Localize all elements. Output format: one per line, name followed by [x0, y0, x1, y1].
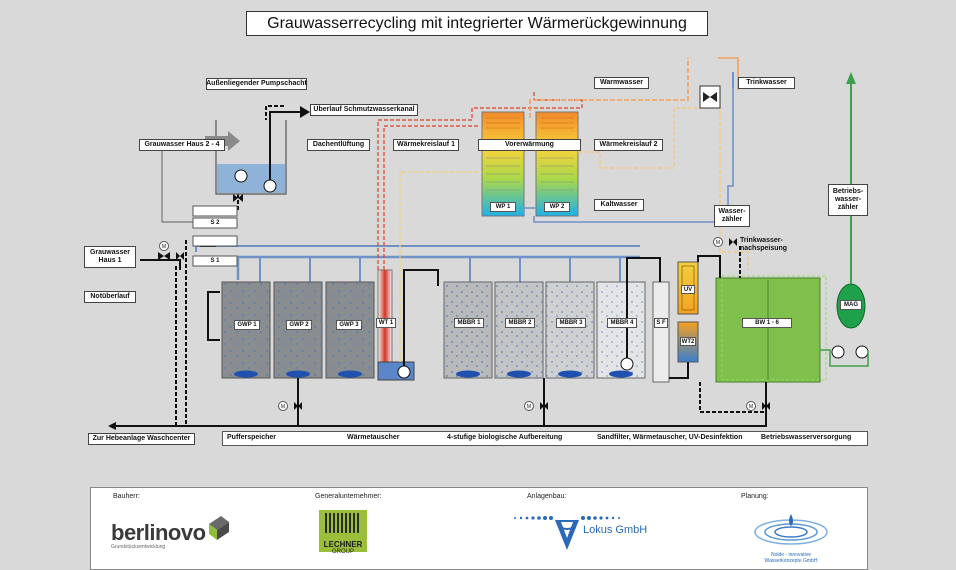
- label-vorerwaermung: Vorerwärmung: [478, 139, 581, 151]
- dashed-black-lines: [175, 105, 766, 426]
- diagram-title: Grauwasserrecycling mit integrierter Wär…: [246, 11, 708, 36]
- heat-pumps: [481, 111, 579, 217]
- label-s1: S 1: [210, 258, 220, 265]
- label-gwp-2: GWP 2: [286, 320, 312, 330]
- label-trinkwasser: Trinkwasser: [738, 77, 795, 89]
- label-wasserzaehler: Wasser- zähler: [714, 205, 750, 227]
- gwp-tanks: [221, 281, 375, 379]
- grauwasser-haus1-line-2: Haus 1: [98, 257, 122, 264]
- label-mbbr-3: MBBR 3: [556, 318, 586, 328]
- label-ueberlauf: Überlauf Schmutzwasserkanal: [310, 104, 418, 116]
- nolde-waves-icon: [754, 514, 828, 545]
- black-process-pipes: [116, 245, 767, 427]
- green-service-water-line: [820, 72, 869, 367]
- label-gwp-1: GWP 1: [234, 320, 260, 330]
- stage-pufferspeicher: Pufferspeicher: [227, 434, 277, 441]
- stage-waermetauscher: Wärmetauscher: [347, 434, 400, 441]
- label-wp1: WP 1: [490, 202, 516, 212]
- stage-sandfilter-uv: Sandfilter, Wärmetauscher, UV-Desinfekti…: [597, 434, 743, 441]
- partner-footer: Bauherr: Generalunternehmer: Anlagenbau:…: [90, 487, 868, 570]
- label-pumpschacht: Außenliegender Pumpschacht: [206, 78, 307, 90]
- nolde-line-1: Nolde - innovative: [770, 552, 812, 558]
- heating-circuit-pipes: [377, 57, 749, 362]
- label-mag: MAG: [840, 300, 862, 310]
- lokus-mark-icon: [514, 516, 620, 550]
- role-planung: Planung:: [741, 493, 769, 500]
- label-waermekreislauf-1: Wärmekreislauf 1: [393, 139, 459, 151]
- label-wt1: WT 1: [376, 318, 396, 328]
- role-anlagenbau: Anlagenbau:: [527, 493, 567, 500]
- motor-valve-label: M: [527, 404, 531, 410]
- role-generalunternehmer: Generalunternehmer:: [315, 493, 382, 500]
- motor-valve-label: M: [281, 404, 285, 410]
- motor-valve-label: M: [162, 244, 166, 250]
- stage-bar: Pufferspeicher Wärmetauscher 4-stufige b…: [222, 431, 868, 446]
- nolde-line-2: Wasserkonzepte GmbH: [764, 557, 818, 564]
- label-mbbr-4: MBBR 4: [607, 318, 637, 328]
- label-wt2: WT2: [680, 337, 696, 346]
- motor-valve-label: M: [716, 240, 720, 246]
- label-gwp-3: GWP 3: [336, 320, 362, 330]
- motor-valve-letters: M M M M M: [162, 240, 753, 410]
- label-trinkwassernachspeisung: Trinkwasser- nachspeisung: [740, 234, 796, 256]
- label-wp2: WP 2: [544, 202, 570, 212]
- mixing-valve: [699, 85, 721, 109]
- betriebswasserzaehler-line-3: zähler: [837, 204, 859, 212]
- valves: [158, 238, 770, 410]
- pump-shaft: [215, 106, 310, 195]
- arrow-hebeanlage: [108, 422, 116, 430]
- berlinovo-subtitle: Grundstücksentwicklung: [111, 544, 166, 550]
- label-s2: S 2: [210, 220, 220, 227]
- lokus-name: Lokus GmbH: [583, 524, 648, 536]
- label-betriebswasserzaehler: Betriebs- wasser- zähler: [828, 184, 868, 216]
- role-bauherr: Bauherr:: [113, 493, 140, 500]
- label-mbbr-1: MBBR 1: [454, 318, 484, 328]
- berlinovo-logo: berlinovo Grundstücksentwicklung: [111, 516, 229, 550]
- motor-valve-symbols: [159, 237, 756, 411]
- screens: [192, 194, 243, 267]
- bw-tanks: [715, 275, 827, 383]
- label-kaltwasser: Kaltwasser: [594, 199, 644, 211]
- label-warmwasser: Warmwasser: [594, 77, 649, 89]
- label-notueberlauf: Notüberlauf: [84, 291, 136, 303]
- lokus-logo: Lokus GmbH: [509, 508, 709, 558]
- label-uv: UV: [681, 285, 695, 294]
- berlinovo-wordmark: berlinovo: [111, 520, 206, 545]
- label-grauwasser-haus-1: Grauwasser Haus 1: [84, 246, 136, 268]
- lechner-group: GROUP: [331, 549, 354, 555]
- label-mbbr-2: MBBR 2: [505, 318, 535, 328]
- motor-valve-label: M: [749, 404, 753, 410]
- wasserzaehler-line-1: Wasser-: [718, 207, 746, 215]
- label-sandfilter: S F: [654, 318, 668, 328]
- nachspeisung-line-2: nachspeisung: [740, 245, 788, 252]
- label-waermekreislauf-2: Wärmekreislauf 2: [594, 139, 663, 151]
- label-zur-hebeanlage: Zur Hebeanlage Waschcenter: [88, 433, 195, 445]
- lechner-stripes-icon: [325, 513, 359, 533]
- wasserzaehler-line-2: zähler: [721, 216, 743, 223]
- betriebswasserzaehler-line-2: wasser-: [834, 195, 862, 203]
- lechner-name: LECHNER: [323, 540, 363, 549]
- berlinovo-mark-icon: [209, 516, 229, 540]
- nolde-logo: Nolde - innovative Wasserkonzepte GmbH: [751, 510, 831, 563]
- mbbr-tanks: [443, 281, 646, 379]
- lechner-logo: LECHNER GROUP: [319, 510, 367, 555]
- sand-filter: [652, 281, 670, 383]
- nachspeisung-line-1: Trinkwasser-: [740, 236, 783, 244]
- grauwasser-haus1-line-1: Grauwasser: [89, 248, 131, 256]
- betriebswasserzaehler-line-1: Betriebs-: [832, 187, 864, 195]
- stage-betriebswasserversorgung: Betriebswasserversorgung: [761, 434, 852, 441]
- mag-vessel: [831, 283, 869, 359]
- label-grauwasser-haus-2-4: Grauwasser Haus 2 - 4: [139, 139, 225, 151]
- stage-biologische-aufbereitung: 4-stufige biologische Aufbereitung: [447, 434, 563, 441]
- label-bw: BW 1 - 6: [742, 318, 792, 328]
- blue-supply-header: [195, 245, 640, 282]
- label-dachentlueftung: Dachentlüftung: [307, 139, 370, 151]
- uv-wt2-column: [677, 261, 699, 363]
